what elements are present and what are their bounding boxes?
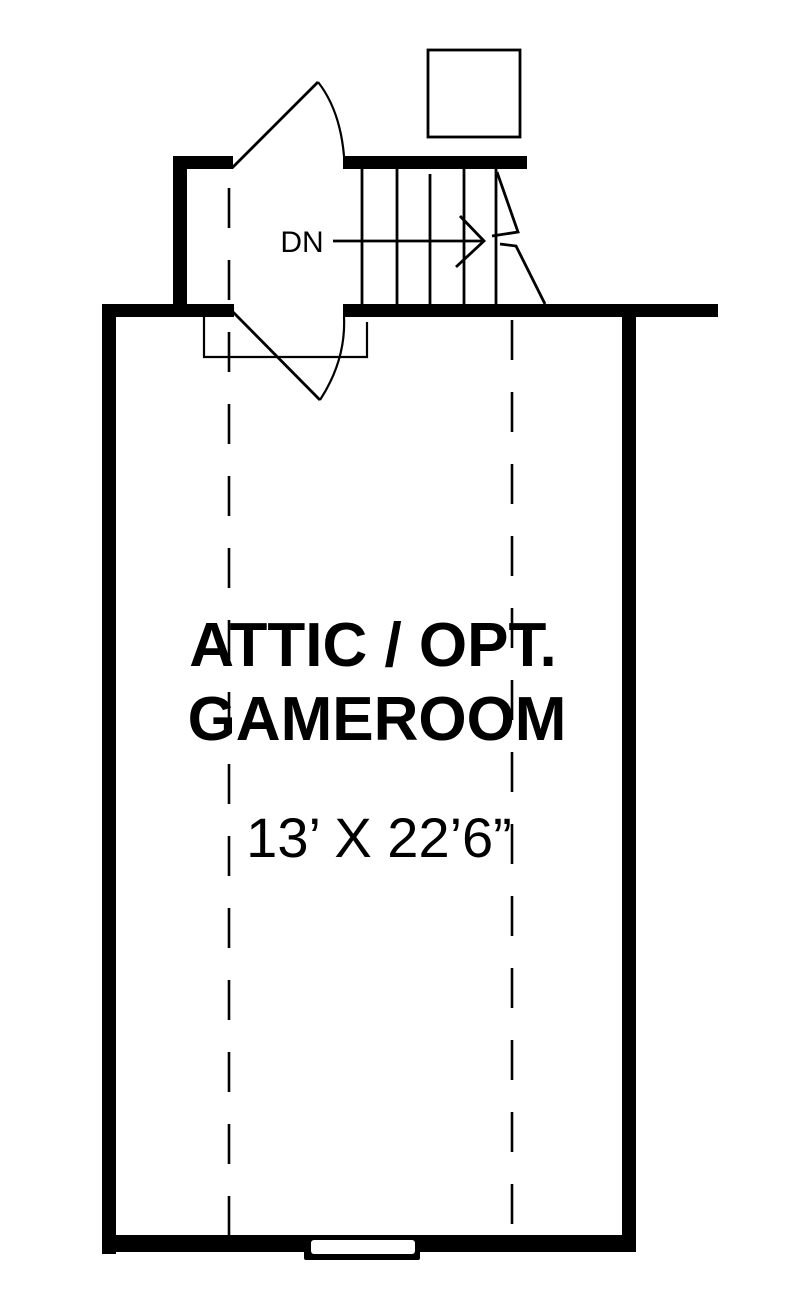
door-threshold [202, 317, 369, 359]
room-name-line1: ATTIC / OPT. [189, 611, 556, 680]
left-wall [102, 304, 116, 1254]
arrow-head-icon [455, 215, 486, 269]
window [304, 1238, 420, 1260]
right-wall [622, 304, 636, 1249]
room-dimensions: 13’ X 22’6” [246, 806, 512, 869]
top-wall-right [343, 304, 718, 317]
stair-top-wall-left [173, 156, 233, 169]
room-name-line2: GAMEROOM [188, 685, 567, 754]
exterior-walls [102, 304, 718, 1254]
room-label: ATTIC / OPT. GAMEROOM 13’ X 22’6” [188, 611, 567, 869]
door-swing-arc-lower [319, 316, 346, 401]
chimney-box [426, 48, 522, 139]
stair-enclosure [173, 156, 527, 316]
top-wall-left [102, 304, 234, 317]
stair-break-line-top [491, 171, 520, 238]
door[interactable] [202, 81, 369, 401]
door-swing-arc-upper [317, 81, 346, 157]
door-leaf-lower [231, 310, 321, 401]
stair-direction-arrow: DN [280, 215, 486, 269]
window-glass [311, 1240, 415, 1254]
stair-left-wall [173, 156, 187, 316]
knee-wall-lines [227, 188, 514, 1236]
stair-treads [360, 169, 547, 305]
stair-top-wall-right [343, 156, 527, 169]
stair-direction-label: DN [280, 226, 323, 259]
door-leaf-upper [231, 81, 319, 169]
stair-break-line-bottom [499, 242, 547, 305]
